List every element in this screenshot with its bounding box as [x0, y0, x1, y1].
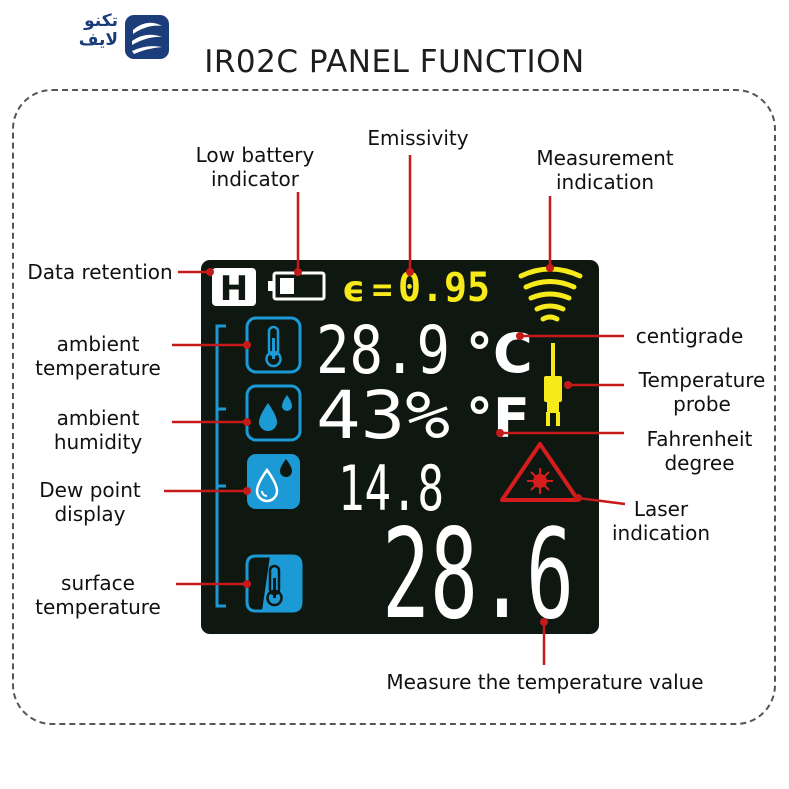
dew-point-icon [247, 454, 300, 509]
dew-point-reading: 14.8 [338, 452, 444, 525]
logo-text: تکنو لایف [50, 12, 118, 50]
celsius-unit: °C [466, 322, 533, 385]
fahrenheit-unit: °F [466, 387, 530, 450]
logo-line-1: تکنو [84, 11, 118, 31]
diagram-frame [12, 89, 776, 725]
brand-logo: تکنو لایف [50, 12, 174, 62]
emissivity-equals: = [372, 270, 392, 310]
logo-line-2: لایف [78, 30, 118, 50]
measurement-wave-icon [518, 266, 583, 322]
label-data-retention: Data retention [27, 260, 173, 284]
emissivity-symbol: ϵ [342, 269, 365, 310]
ambient-temp-reading: 28.9 [316, 312, 450, 389]
label-emissivity: Emissivity [367, 126, 469, 150]
hold-icon [212, 268, 256, 306]
water-drops-icon [245, 384, 302, 442]
label-centigrade: centigrade [635, 324, 744, 348]
callout-dots [206, 264, 582, 626]
surface-thermometer-icon [245, 554, 303, 613]
logo-mark-icon [125, 15, 169, 59]
page-title: IR02C PANEL FUNCTION [204, 44, 585, 80]
temperature-probe-icon [544, 343, 562, 426]
callout-lines [164, 155, 626, 665]
hold-symbol: H [220, 269, 248, 309]
label-measure-value: Measure the temperature value [386, 670, 704, 694]
sensor-bracket [215, 324, 226, 608]
humidity-reading: 43% [316, 377, 450, 454]
laser-warning-icon [500, 442, 580, 502]
